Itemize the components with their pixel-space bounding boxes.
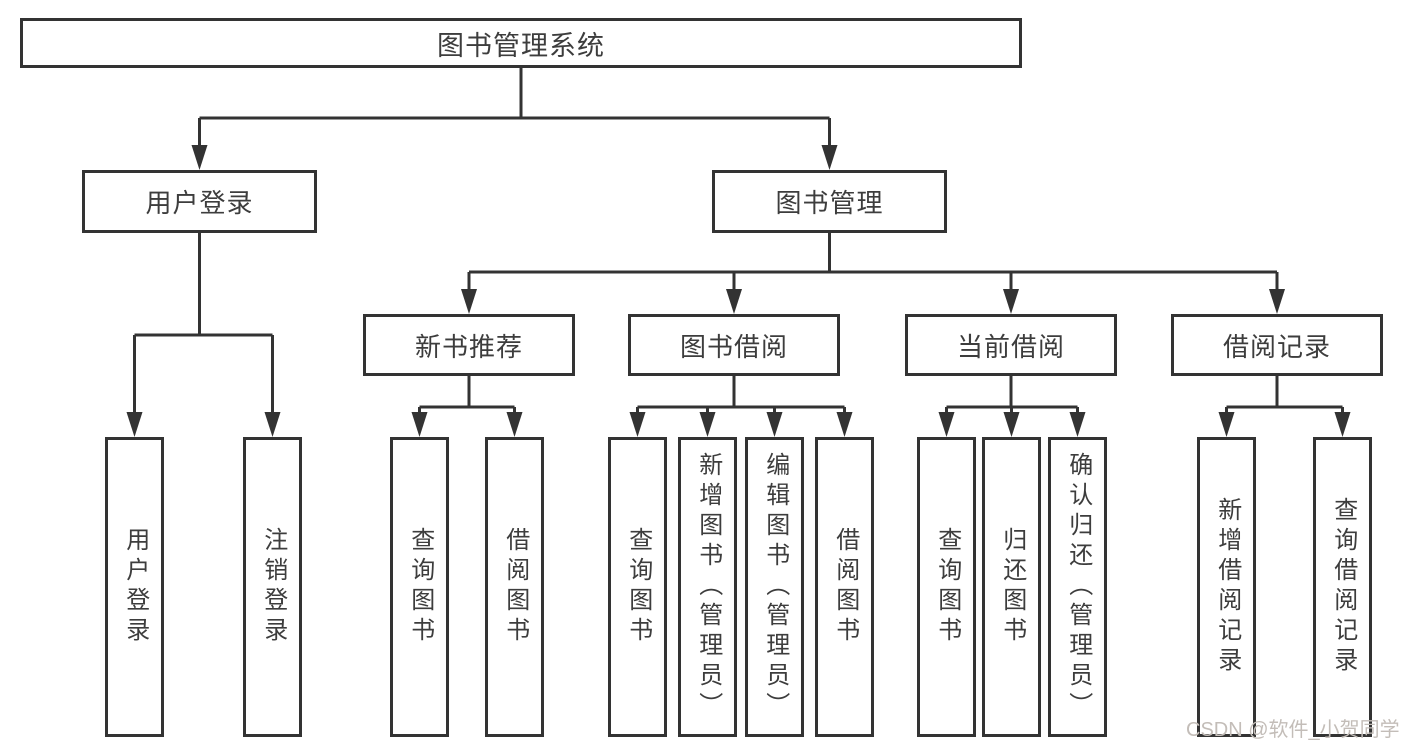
leaf-borrow-books-recommend: 借阅图书 xyxy=(485,437,544,737)
arrow-down-icon xyxy=(1069,412,1086,437)
arrow-down-icon xyxy=(1334,412,1351,437)
node-label: 用户登录 xyxy=(145,188,254,218)
arrow-down-icon xyxy=(1003,412,1020,437)
node-label: 编辑图书（管理员） xyxy=(761,452,789,722)
leaf-add-book-admin: 新增图书（管理员） xyxy=(678,437,737,737)
node-root-library-system: 图书管理系统 xyxy=(20,18,1022,68)
leaf-logout: 注销登录 xyxy=(243,437,302,737)
node-current-borrow: 当前借阅 xyxy=(905,314,1117,376)
node-label: 查询图书 xyxy=(624,527,652,647)
arrow-down-icon xyxy=(836,412,853,437)
node-new-book-recommend: 新书推荐 xyxy=(363,314,575,376)
arrowheads xyxy=(126,145,1351,437)
arrow-down-icon xyxy=(126,412,143,437)
leaf-add-borrow-record: 新增借阅记录 xyxy=(1197,437,1256,737)
node-label: 归还图书 xyxy=(998,527,1026,647)
connector-newbook-to-leaves xyxy=(418,376,516,414)
node-label: 查询图书 xyxy=(406,527,434,647)
leaf-user-login: 用户登录 xyxy=(105,437,164,737)
leaf-query-books-recommend: 查询图书 xyxy=(390,437,449,737)
node-label: 借阅图书 xyxy=(831,527,859,647)
node-label: 当前借阅 xyxy=(956,331,1065,362)
watermark: CSDN @软件_小贺同学 xyxy=(1186,719,1400,741)
node-label: 用户登录 xyxy=(121,527,149,647)
arrow-down-icon xyxy=(938,412,955,437)
connector-bookmgmt-to-level3 xyxy=(467,233,1279,291)
leaf-query-borrow-record: 查询借阅记录 xyxy=(1313,437,1372,737)
arrow-down-icon xyxy=(821,145,838,170)
arrow-down-icon xyxy=(726,289,742,314)
arrow-down-icon xyxy=(1269,289,1285,314)
node-book-management: 图书管理 xyxy=(712,170,947,233)
connector-root-to-level2 xyxy=(198,68,831,147)
arrow-down-icon xyxy=(1003,289,1019,314)
leaf-confirm-return-admin: 确认归还（管理员） xyxy=(1048,437,1107,737)
arrow-down-icon xyxy=(629,412,646,437)
connector-bookborrow-to-leaves xyxy=(636,376,846,414)
node-book-borrow: 图书借阅 xyxy=(628,314,840,376)
node-borrow-records: 借阅记录 xyxy=(1171,314,1383,376)
arrow-down-icon xyxy=(1218,412,1235,437)
arrow-down-icon xyxy=(766,412,783,437)
arrow-down-icon xyxy=(506,412,523,437)
arrow-down-icon xyxy=(461,289,477,314)
leaf-query-books-current: 查询图书 xyxy=(917,437,976,737)
arrow-down-icon xyxy=(411,412,428,437)
node-label: 借阅图书 xyxy=(501,527,529,647)
connector-borrowrecords-to-leaves xyxy=(1225,376,1344,414)
arrow-down-icon xyxy=(699,412,716,437)
node-label: 新书推荐 xyxy=(414,331,523,362)
node-label: 借阅记录 xyxy=(1222,331,1331,362)
leaf-return-books: 归还图书 xyxy=(982,437,1041,737)
node-label: 新增图书（管理员） xyxy=(694,452,722,722)
node-label: 新增借阅记录 xyxy=(1213,497,1241,677)
node-label: 图书管理 xyxy=(775,188,884,218)
node-label: 查询图书 xyxy=(933,527,961,647)
connector-currentborrow-to-leaves xyxy=(945,376,1079,414)
node-label: 图书借阅 xyxy=(679,331,788,362)
arrow-down-icon xyxy=(191,145,208,170)
leaf-query-books-borrow: 查询图书 xyxy=(608,437,667,737)
node-label: 确认归还（管理员） xyxy=(1064,452,1092,722)
leaf-edit-book-admin: 编辑图书（管理员） xyxy=(745,437,804,737)
arrow-down-icon xyxy=(264,412,281,437)
node-user-login: 用户登录 xyxy=(82,170,317,233)
connector-userlogin-to-leaves xyxy=(133,233,274,414)
node-label: 注销登录 xyxy=(259,527,287,647)
leaf-borrow-books: 借阅图书 xyxy=(815,437,874,737)
node-label: 查询借阅记录 xyxy=(1329,497,1357,677)
node-label: 图书管理系统 xyxy=(437,30,605,61)
